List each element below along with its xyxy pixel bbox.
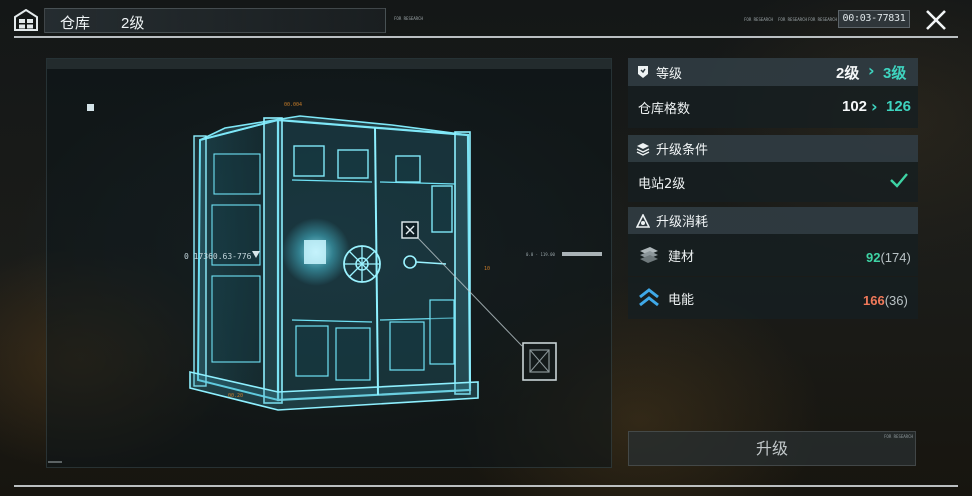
capacity-row: 仓库格数 (628, 86, 918, 128)
check-icon (890, 173, 908, 188)
materials-icon (636, 213, 650, 228)
close-icon (926, 10, 946, 30)
capacity-arrow-icon: › (871, 97, 878, 116)
top-bar: 仓库 2级 FOR RESEARCH FOR RESEARCH FOR RESE… (0, 0, 972, 44)
conditions-title: 升级条件 (656, 143, 709, 158)
cost-need: (174) (880, 250, 911, 265)
close-button[interactable] (923, 7, 949, 33)
coordinate-pointer-icon (252, 251, 260, 258)
dimension-tag: 00.20 (228, 393, 244, 399)
building-material-icon (640, 247, 658, 263)
level-from: 2级 (836, 65, 860, 82)
cost-need: (36) (884, 293, 908, 308)
marker-square (87, 104, 94, 111)
level-arrow-icon: › (868, 61, 875, 80)
cost-label: 电能 (668, 292, 695, 308)
safe-top-face (199, 115, 469, 141)
cost-item: 建材 (628, 234, 918, 276)
top-divider (14, 36, 958, 38)
level-label: 等级 (656, 66, 683, 82)
condition-label: 电站2级 (638, 176, 686, 192)
hud-micro-text: FOR RESEARCH (744, 17, 773, 22)
cost-have: 166 (863, 293, 885, 308)
costs-title: 升级消耗 (656, 215, 709, 230)
dimension-tag: 00.004 (284, 102, 303, 108)
cost-amount: 92(174) (866, 247, 911, 266)
upgrade-button[interactable]: 升级 (628, 431, 916, 466)
hud-micro-text: FOR RESEARCH (884, 434, 913, 439)
hud-micro-text: FOR RESEARCH (808, 17, 837, 22)
dimension-tag: 10 (484, 266, 491, 272)
capacity-from: 102 (842, 98, 868, 115)
layers-icon (636, 142, 650, 156)
building-level: 2级 (121, 15, 145, 32)
view-panel-header (47, 59, 611, 69)
cost-amount: 166(36) (863, 290, 908, 309)
electricity-icon (639, 288, 659, 307)
building-name: 仓库 (60, 14, 91, 32)
cost-item: 电能 (628, 277, 918, 319)
hud-micro-text: FOR RESEARCH (394, 16, 423, 21)
hud-micro-text: FOR RESEARCH (778, 17, 807, 22)
scan-readout: 0.0 · 119.00 (526, 252, 555, 257)
capacity-label: 仓库格数 (638, 101, 691, 117)
bottom-divider (14, 485, 958, 487)
conditions-header: 升级条件 (628, 135, 918, 162)
session-id: 00:03-77831 (838, 10, 910, 28)
cost-label: 建材 (668, 249, 695, 265)
condition-item: 电站2级 (628, 162, 918, 202)
level-row: 等级 (628, 58, 918, 86)
level-icon (638, 66, 648, 78)
coordinate-readout: 0 17360.63-776 (184, 252, 252, 261)
title-bar (44, 8, 386, 33)
costs-header: 升级消耗 (628, 207, 918, 234)
warehouse-icon (14, 9, 38, 31)
level-to: 3级 (883, 65, 907, 82)
cost-have: 92 (866, 250, 881, 265)
capacity-to: 126 (886, 98, 912, 115)
